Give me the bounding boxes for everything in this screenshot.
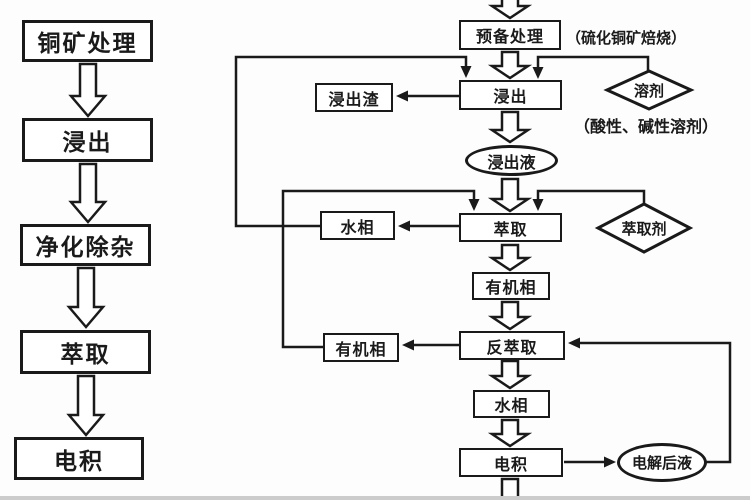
extractant-diamond-label: 萃取剂 [621, 219, 667, 238]
extractant-diamond [594, 202, 694, 254]
block-arrow-down-icon [487, 418, 533, 448]
node-spent-electrolyte-ellipse: 电解后液 [617, 443, 707, 482]
solvent-diamond-label: 溶剂 [633, 81, 664, 100]
arrow-strip-to-organic-side [402, 339, 459, 351]
arrow-leach-to-residue [396, 90, 459, 102]
node-stripping: 反萃取 [459, 331, 565, 360]
arrow-solvent-to-leach [532, 55, 650, 79]
arrow-aqueous-recycle-to-leach [234, 55, 472, 228]
block-arrows-right-column [487, 0, 533, 500]
block-arrow-down-icon [487, 300, 533, 331]
connector-arrows [234, 55, 732, 468]
block-arrow-down-icon [487, 50, 533, 80]
arrow-extract-to-aqueous-side [398, 220, 459, 232]
block-arrow-down-icon [487, 177, 533, 213]
annotation-solvent-note: （酸性、碱性溶剂） [574, 117, 719, 136]
node-leaching-left: 浸出 [22, 118, 153, 162]
block-arrow-down-icon [487, 243, 533, 272]
solvent-diamond [603, 69, 695, 111]
arrow-extractant-to-extract [532, 189, 646, 211]
node-leaching: 浸出 [459, 80, 562, 110]
node-aqueous-recycle: 水相 [320, 211, 395, 240]
node-electrowinning-left: 电积 [14, 437, 144, 480]
block-arrows-left-column [66, 62, 108, 437]
node-extraction-left: 萃取 [20, 330, 151, 374]
block-arrow-down-icon [487, 0, 533, 20]
input-diamonds [594, 69, 695, 254]
node-leach-residue: 浸出渣 [315, 83, 393, 112]
annotation-roasting-note: （硫化铜矿焙烧） [566, 29, 687, 47]
arrow-organic-recycle-to-extract [281, 189, 480, 349]
block-arrow-down-icon [68, 162, 108, 224]
node-purification: 净化除杂 [20, 224, 151, 266]
block-arrow-down-icon [487, 359, 533, 390]
node-copper-ore-processing: 铜矿处理 [22, 20, 153, 62]
arrow-electrowin-to-spent [564, 456, 616, 468]
block-arrow-down-icon [66, 266, 106, 329]
node-electrowinning: 电积 [459, 448, 563, 477]
node-leachate-ellipse: 浸出液 [465, 145, 558, 176]
node-preparation: 预备处理 [459, 20, 561, 50]
block-arrow-down-icon [68, 62, 108, 118]
block-arrow-down-icon [487, 110, 533, 144]
node-organic-phase: 有机相 [472, 272, 550, 300]
bottom-edge-artifact [0, 496, 750, 500]
node-extraction: 萃取 [459, 213, 562, 242]
block-arrow-down-icon [66, 374, 106, 437]
node-organic-recycle: 有机相 [323, 333, 399, 362]
node-aqueous-phase: 水相 [473, 390, 550, 418]
arrow-spent-recycle-to-strip [568, 337, 732, 464]
